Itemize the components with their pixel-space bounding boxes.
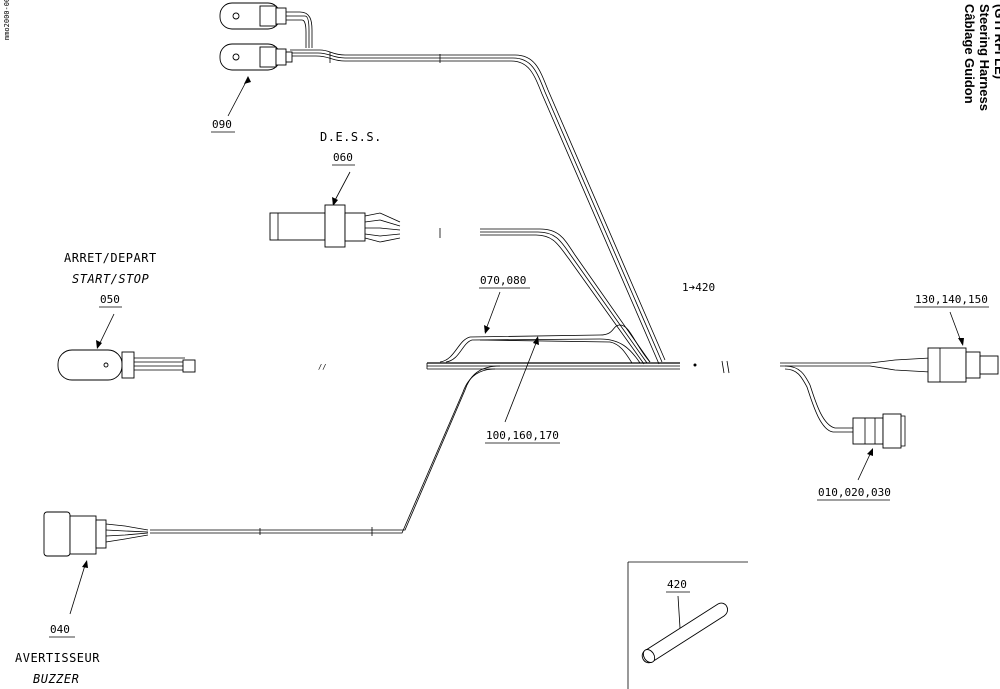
label-040: 040 <box>50 623 70 636</box>
svg-text://: // <box>318 363 326 371</box>
label-dess: D.E.S.S. <box>320 130 382 144</box>
switch-050-start-stop <box>57 349 196 381</box>
label-start-stop-en: START/STOP <box>72 272 150 286</box>
label-070-080: 070,080 <box>480 274 526 287</box>
label-010-020-030: 010,020,030 <box>818 486 891 499</box>
label-090: 090 <box>212 118 232 131</box>
buzzer-040 <box>43 511 149 557</box>
title-line-en: Steering Harness <box>977 4 992 111</box>
label-buzzer-fr: AVERTISSEUR <box>15 651 100 665</box>
label-060: 060 <box>333 151 353 164</box>
label-ref-420: 1➔420 <box>682 281 715 294</box>
connector-010-020-030 <box>852 413 906 449</box>
connector-090 <box>219 2 293 71</box>
label-buzzer-en: BUZZER <box>33 672 79 686</box>
diagram-title: Câblage Guidon Steering Harness (GTI RFI… <box>962 4 1000 111</box>
harness-wires: // <box>150 11 931 536</box>
connector-060-dess <box>269 204 401 248</box>
label-start-stop-fr: ARRET/DEPART <box>64 251 157 265</box>
title-line-fr: Câblage Guidon <box>962 4 977 104</box>
label-100-160-170: 100,160,170 <box>486 429 559 442</box>
title-line-model: (GTI RFI LE) <box>992 4 1000 79</box>
label-050: 050 <box>100 293 120 306</box>
label-130-140-150: 130,140,150 <box>915 293 988 306</box>
label-420: 420 <box>667 578 687 591</box>
doc-code: mmo2000-003 <box>3 0 11 40</box>
inset-420: 420 <box>627 561 748 689</box>
connector-130-140-150 <box>927 347 999 383</box>
